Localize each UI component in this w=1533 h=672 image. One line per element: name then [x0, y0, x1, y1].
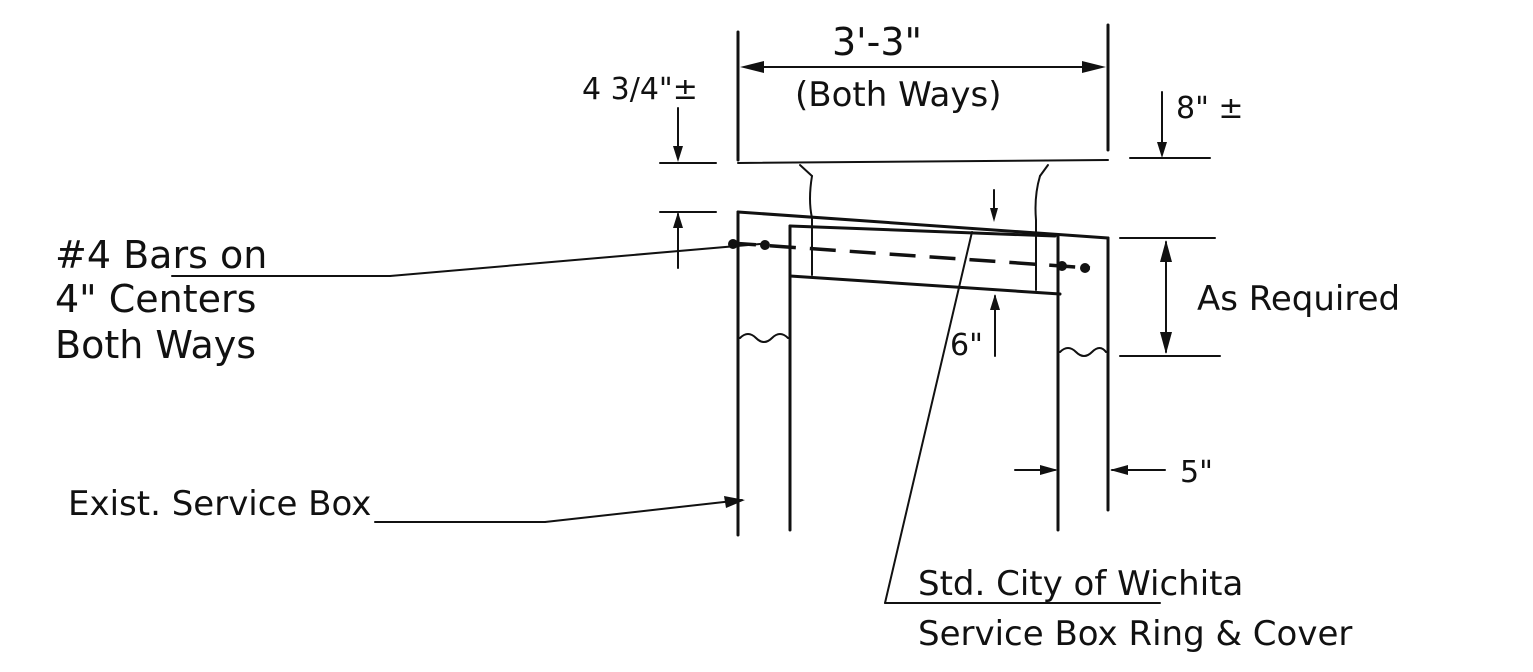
- reinforcing-bar-line: [729, 241, 1091, 270]
- std-cover-label-line2: Service Box Ring & Cover: [918, 614, 1352, 654]
- bars-callout: [171, 243, 761, 277]
- bar-dot: [1080, 263, 1090, 273]
- bar-dot: [1057, 261, 1067, 271]
- wall-thickness-dimension: [1014, 465, 1166, 475]
- width-dimension-line: [740, 61, 1106, 73]
- bars-label-line3: Both Ways: [55, 323, 256, 367]
- std-cover-callout: [884, 231, 1161, 604]
- wall-thickness-label: 5": [1180, 455, 1213, 490]
- cover-depth-dimension: [1129, 91, 1211, 159]
- bars-label-line1: #4 Bars on: [55, 233, 267, 277]
- width-dimension-label: 3'-3": [832, 20, 922, 64]
- bar-dot: [760, 240, 770, 250]
- std-cover-label-line1: Std. City of Wichita: [918, 564, 1243, 604]
- as-required-dimension: [1119, 237, 1221, 357]
- six-inch-dimension: [990, 294, 1000, 357]
- exist-box-label: Exist. Service Box: [68, 484, 371, 524]
- slab-thickness-label: 4 3/4"±: [582, 72, 698, 107]
- slab-thickness-dimension: [659, 107, 717, 269]
- exist-box-callout: [374, 496, 745, 523]
- break-lines: [739, 333, 1107, 357]
- width-extension-lines: [736, 23, 1110, 162]
- cover-depth-label: 8" ±: [1176, 91, 1244, 126]
- as-required-label: As Required: [1197, 279, 1400, 319]
- slab-outline: [736, 159, 1110, 537]
- gap-dimension: [990, 189, 998, 222]
- six-inch-label: 6": [950, 328, 983, 363]
- width-dimension-note: (Both Ways): [795, 75, 1001, 115]
- bars-label-line2: 4" Centers: [55, 277, 256, 321]
